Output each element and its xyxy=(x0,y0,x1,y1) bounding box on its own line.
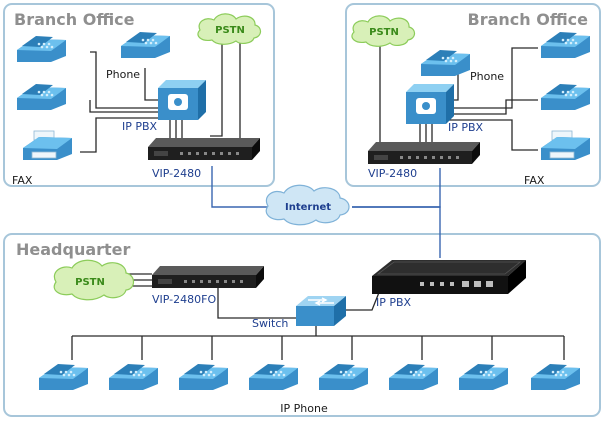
hq-switch-label: Switch xyxy=(252,317,288,330)
branch-left-fax-label: FAX xyxy=(12,174,33,187)
hq-pstn-cloud: PSTN xyxy=(53,259,135,301)
branch-right-gateway-label: VIP-2480 xyxy=(368,167,417,180)
hq-switch xyxy=(296,296,346,326)
branch-left-gateway xyxy=(148,138,260,160)
hq-gateway xyxy=(152,266,264,288)
hq-pbx-label: IP PBX xyxy=(376,296,412,309)
branch-right-pbx-label: IP PBX xyxy=(448,121,484,134)
branch-left-gateway-label: VIP-2480 xyxy=(152,167,201,180)
internet-cloud: Internet xyxy=(265,184,350,226)
branch-left-pstn-label: PSTN xyxy=(215,25,245,36)
branch-right-pstn-label: PSTN xyxy=(369,27,399,38)
branch-right-gateway xyxy=(368,142,480,164)
hq-gateway-label: VIP-2480FO xyxy=(152,293,216,306)
hq-ip-pbx-device xyxy=(372,260,526,294)
branch-left-pbx-label: IP PBX xyxy=(122,120,158,133)
hq-pstn-label: PSTN xyxy=(75,277,105,288)
branch-right-ip-pbx xyxy=(406,84,454,124)
hq-ip-phone-label: IP Phone xyxy=(280,402,328,415)
branch-right-fax-label: FAX xyxy=(524,174,545,187)
branch-right-panel xyxy=(345,3,601,187)
branch-left-pstn-cloud: PSTN xyxy=(197,13,262,45)
branch-right-pstn-cloud: PSTN xyxy=(351,15,416,47)
branch-left-ip-pbx xyxy=(158,80,206,120)
internet-label: Internet xyxy=(285,202,331,213)
branch-right-phone-label: Phone xyxy=(470,70,504,83)
branch-left-title: Branch Office xyxy=(14,10,135,29)
branch-left-phone-label: Phone xyxy=(106,68,140,81)
internet-links xyxy=(211,166,441,258)
headquarter-title: Headquarter xyxy=(16,240,131,259)
branch-right-title: Branch Office xyxy=(468,10,589,29)
